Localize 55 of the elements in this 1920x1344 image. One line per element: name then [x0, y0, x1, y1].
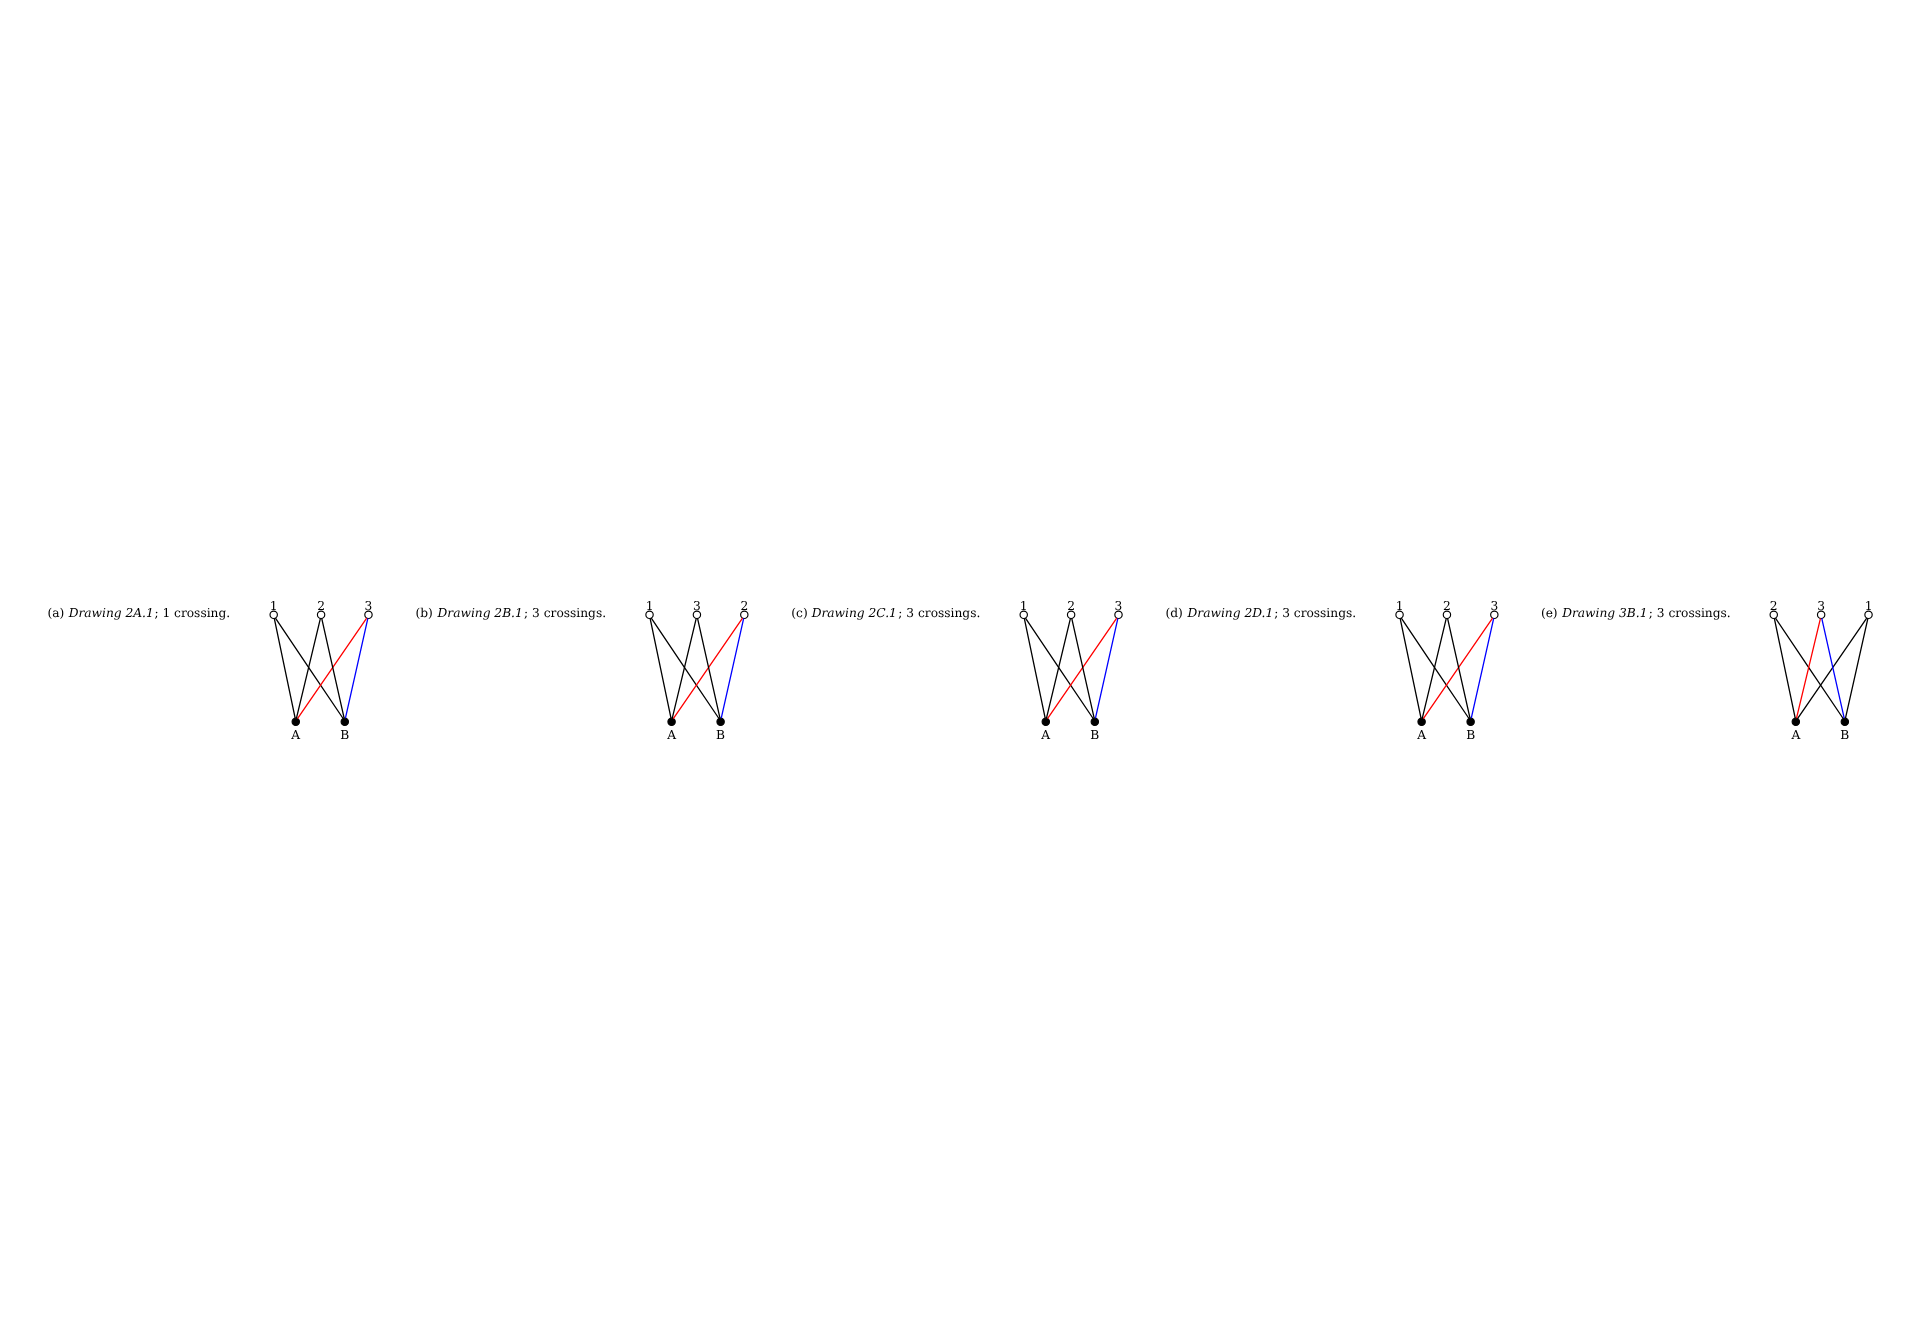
node-circle — [716, 717, 725, 727]
node-circle — [1864, 610, 1873, 620]
connector — [273, 617, 296, 719]
connector — [1023, 617, 1046, 719]
node-circle — [692, 610, 702, 620]
node-circle — [1490, 610, 1499, 620]
connector — [1071, 617, 1095, 719]
connector — [1094, 617, 1119, 719]
connector — [1422, 617, 1494, 720]
connector — [321, 617, 345, 719]
connector — [295, 617, 322, 719]
connector — [720, 617, 745, 719]
connector — [696, 617, 721, 719]
node-circle — [269, 610, 278, 620]
node-circle — [740, 610, 749, 620]
connector — [1045, 617, 1072, 719]
node-circle — [291, 717, 300, 727]
node-circle — [364, 610, 373, 620]
node-circle — [1090, 717, 1100, 727]
node-circle — [1395, 610, 1404, 620]
connector — [274, 617, 344, 720]
connector — [672, 617, 744, 720]
node-circle — [340, 717, 350, 727]
node-circle — [316, 610, 326, 620]
connector — [1773, 617, 1796, 719]
connector — [1446, 617, 1471, 719]
connector — [1774, 617, 1844, 720]
connector — [344, 617, 369, 719]
connector — [1399, 617, 1422, 719]
node-circle — [667, 717, 676, 727]
connector — [1844, 617, 1869, 719]
connector — [296, 617, 368, 720]
node-circle — [1840, 717, 1850, 727]
connector — [671, 617, 697, 719]
connector — [1046, 617, 1118, 720]
node-circle — [1769, 610, 1778, 620]
connector — [1024, 617, 1094, 720]
node-circle — [1114, 610, 1123, 620]
connector — [649, 617, 672, 719]
connector — [1795, 617, 1822, 719]
node-circle — [1816, 610, 1826, 620]
node-circle — [1442, 610, 1452, 620]
connector — [1796, 617, 1868, 720]
node-circle — [645, 610, 654, 620]
connector — [650, 617, 720, 720]
connector — [1400, 617, 1470, 720]
connector — [1821, 617, 1845, 719]
node-circle — [1019, 610, 1028, 620]
connector — [1421, 617, 1447, 719]
connector — [1470, 617, 1495, 719]
node-circle — [1466, 717, 1475, 727]
node-circle — [1066, 610, 1076, 620]
node-circle — [1791, 717, 1801, 727]
node-circle — [1041, 717, 1051, 727]
node-circle — [1417, 717, 1426, 727]
